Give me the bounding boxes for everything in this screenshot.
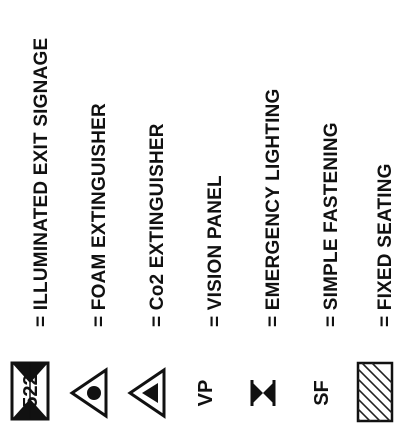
legend-label-fixed-seating: = FIXED SEATING	[375, 163, 396, 327]
hatched-seating-icon	[352, 358, 400, 428]
legend-item-co2-extinguisher: = Co2 EXTINGUISHER	[124, 0, 172, 438]
vision-panel-code-text: VP	[195, 380, 217, 407]
legend-label-simple-fastening: = SIMPLE FASTENING	[321, 122, 342, 327]
exit-sign-number: 522	[20, 374, 42, 407]
legend-label-co2-extinguisher: = Co2 EXTINGUISHER	[147, 123, 168, 327]
exit-sign-icon: 522	[8, 358, 56, 428]
legend-item-vision-panel: VP = VISION PANEL	[182, 0, 230, 438]
simple-fastening-code: SF	[298, 358, 346, 428]
co2-extinguisher-icon	[124, 358, 172, 428]
legend-label-emergency-lighting: = EMERGENCY LIGHTING	[263, 88, 284, 327]
simple-fastening-code-text: SF	[311, 380, 333, 406]
legend-label-vision-panel: = VISION PANEL	[205, 175, 226, 327]
legend-label-exit-signage: = ILLUMINATED EXIT SIGNAGE	[31, 37, 52, 327]
legend-item-foam-extinguisher: = FOAM EXTINGUISHER	[66, 0, 114, 438]
legend-label-foam-extinguisher: = FOAM EXTINGUISHER	[89, 103, 110, 327]
legend-item-exit-signage: 522 = ILLUMINATED EXIT SIGNAGE	[8, 0, 56, 438]
legend-item-simple-fastening: SF = SIMPLE FASTENING	[298, 0, 346, 438]
emergency-light-icon	[240, 358, 288, 428]
vision-panel-code: VP	[182, 358, 230, 428]
legend-item-fixed-seating: = FIXED SEATING	[352, 0, 400, 438]
legend-item-emergency-lighting: = EMERGENCY LIGHTING	[240, 0, 288, 438]
foam-extinguisher-icon	[66, 358, 114, 428]
